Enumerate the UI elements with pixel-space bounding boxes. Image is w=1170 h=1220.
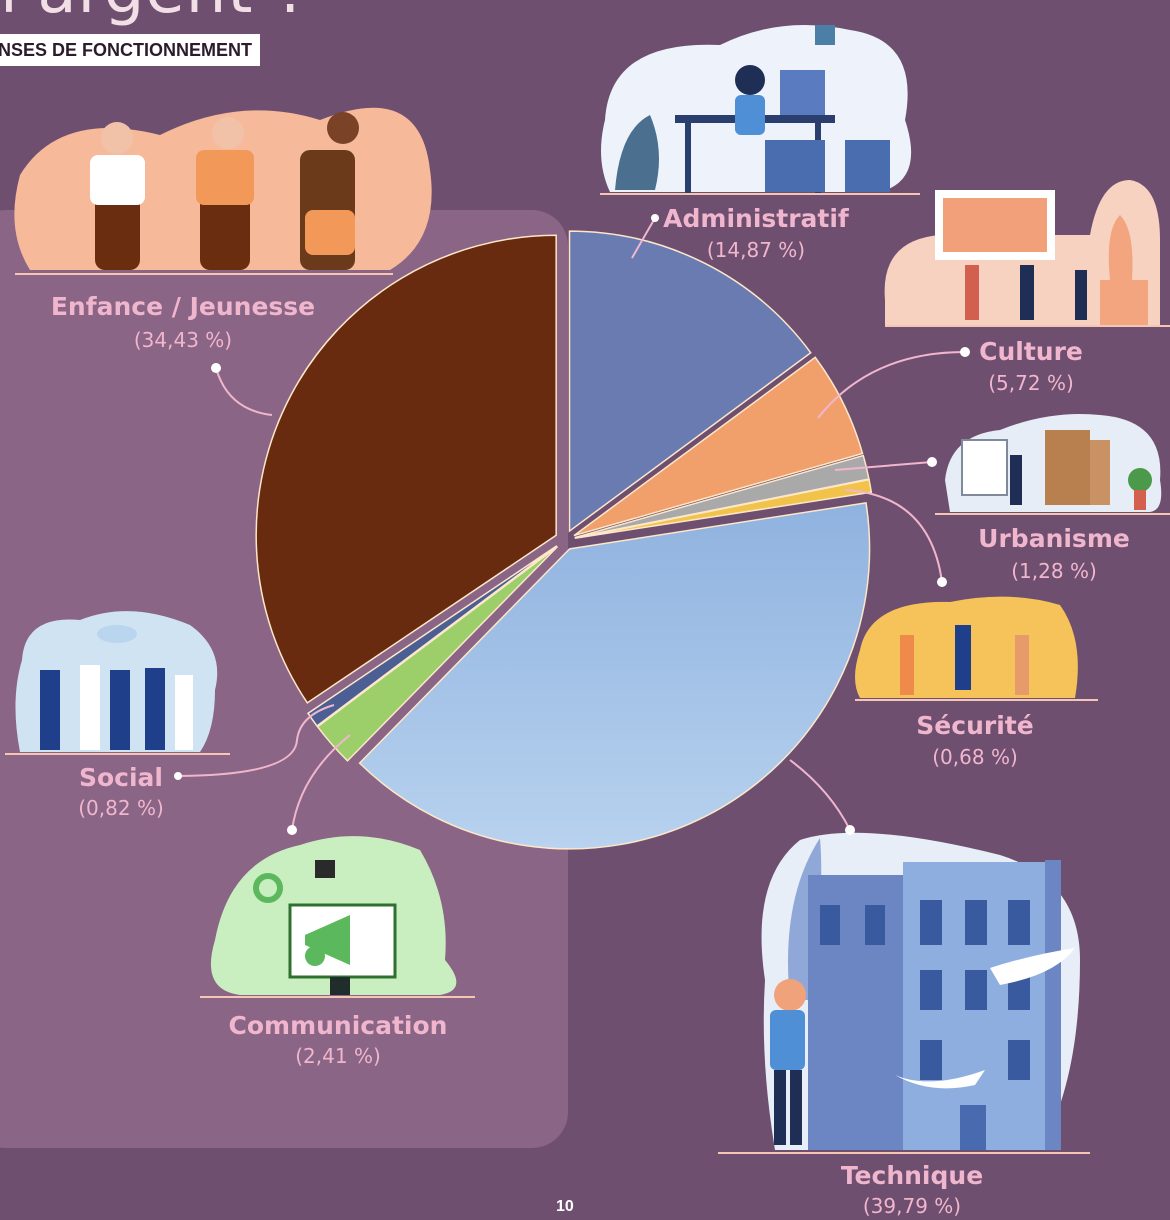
pie-slice-culture — [573, 356, 864, 537]
leader-line-culture — [817, 351, 966, 419]
pie-slice-s-curit — [574, 478, 873, 539]
pie-slice-technique — [358, 502, 871, 850]
leader-line-administratif — [631, 217, 656, 259]
pie-slices — [255, 230, 873, 850]
police-chase-illustration — [855, 596, 1098, 701]
building-inspector-illustration — [718, 832, 1090, 1154]
leader-line-communication — [291, 734, 351, 831]
leader-line-social — [179, 704, 335, 777]
section-title: NSES DE FONCTIONNEMENT — [0, 34, 261, 66]
pct-urbanisme: (1,28 %) — [1011, 559, 1097, 583]
pie-slice-social — [306, 545, 558, 727]
megaphone-illustration — [200, 836, 475, 998]
pct-administratif: (14,87 %) — [707, 238, 805, 262]
pct-enfance-jeunesse: (34,43 %) — [134, 328, 232, 352]
label-enfance-jeunesse: Enfance / Jeunesse — [51, 292, 315, 321]
label-administratif: Administratif — [663, 204, 850, 233]
urban-planning-illustration — [935, 414, 1170, 515]
leader-line-technique — [789, 759, 851, 831]
office-worker-illustration — [600, 25, 920, 195]
page-title: l'argent ? — [0, 0, 310, 28]
page-number: 10 — [556, 1198, 574, 1215]
pie-slice-enfance-jeunesse — [255, 234, 557, 704]
pct-securite: (0,68 %) — [932, 745, 1018, 769]
leader-line-enfance — [215, 367, 273, 416]
label-urbanisme: Urbanisme — [978, 524, 1130, 553]
pct-communication: (2,41 %) — [295, 1044, 381, 1068]
leader-line-urbanisme — [834, 461, 933, 471]
leader-dots — [174, 214, 970, 835]
leader-lines — [179, 217, 966, 831]
crowd-celebration-illustration — [5, 611, 230, 755]
label-culture: Culture — [979, 337, 1083, 366]
youth-dancing-illustration — [14, 107, 432, 275]
museum-visitors-illustration — [884, 180, 1170, 327]
leader-line-securite — [844, 489, 943, 583]
label-securite: Sécurité — [916, 711, 1033, 740]
pct-technique: (39,79 %) — [863, 1194, 961, 1218]
label-social: Social — [79, 763, 163, 792]
label-technique: Technique — [841, 1161, 983, 1190]
pie-slice-administratif — [568, 230, 812, 533]
pie-slice-communication — [316, 545, 559, 762]
pct-culture: (5,72 %) — [988, 371, 1074, 395]
pct-social: (0,82 %) — [78, 796, 164, 820]
label-communication: Communication — [229, 1011, 448, 1040]
